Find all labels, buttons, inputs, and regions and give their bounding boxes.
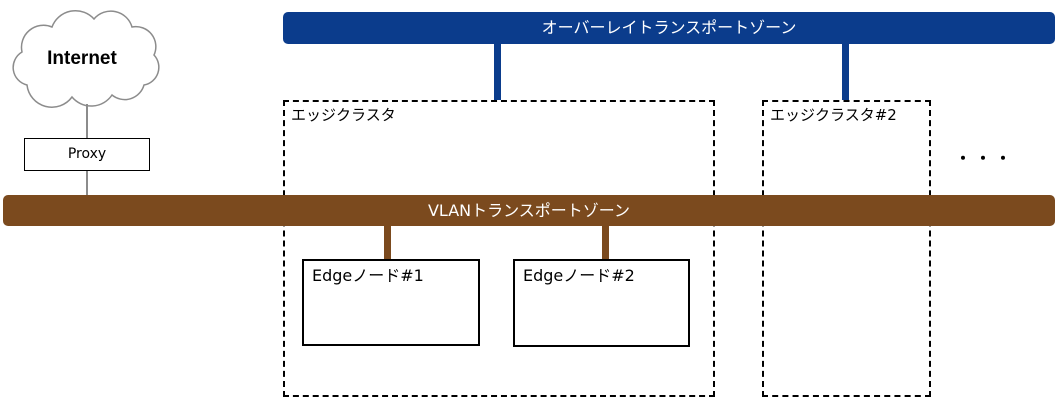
proxy-vlan-link — [86, 171, 88, 196]
edge-node-2-label: Edgeノード#2 — [523, 266, 635, 285]
overlay-transport-zone-bar: オーバーレイトランスポートゾーン — [283, 12, 1055, 44]
internet-label: Internet — [47, 48, 117, 69]
edge-cluster-2-label: エッジクラスタ#2 — [770, 106, 897, 124]
proxy-label: Proxy — [67, 146, 107, 162]
edge-cluster-2: エッジクラスタ#2 — [762, 100, 931, 397]
overlay-connector-cluster-2 — [842, 44, 849, 100]
edge-node-1: Edgeノード#1 — [302, 259, 480, 346]
vlan-transport-zone-bar: VLANトランスポートゾーン — [3, 195, 1055, 226]
edge-cluster-1: エッジクラスタ — [283, 100, 715, 397]
vlan-connector-node-1 — [384, 226, 391, 259]
overlay-connector-cluster-1 — [494, 44, 501, 100]
internet-proxy-link — [86, 104, 88, 138]
vlan-connector-node-2 — [602, 226, 609, 259]
edge-node-2: Edgeノード#2 — [513, 259, 690, 347]
overlay-transport-zone-label: オーバーレイトランスポートゾーン — [541, 18, 797, 37]
more-clusters-ellipsis: ・・・ — [955, 149, 1016, 168]
proxy-box: Proxy — [24, 138, 150, 171]
vlan-transport-zone-label: VLANトランスポートゾーン — [427, 201, 631, 220]
edge-cluster-1-label: エッジクラスタ — [291, 106, 396, 124]
edge-node-1-label: Edgeノード#1 — [312, 266, 424, 285]
internet-cloud-icon — [2, 8, 174, 110]
